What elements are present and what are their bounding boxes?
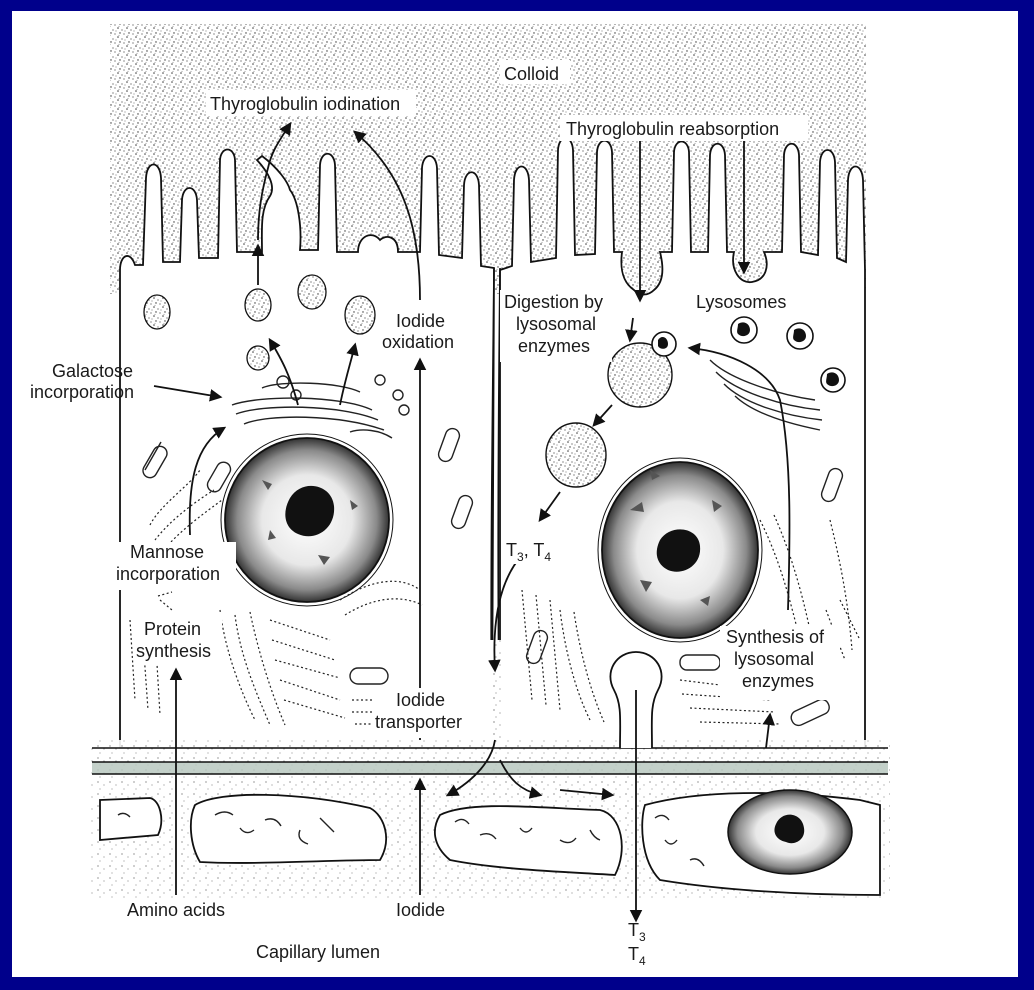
label-digestion-3: enzymes <box>518 336 590 356</box>
label-capillary-lumen: Capillary lumen <box>256 942 380 962</box>
label-iodide-transporter-1: Iodide <box>396 690 445 710</box>
label-thyroglobulin-iodination: Thyroglobulin iodination <box>210 94 400 114</box>
label-t3-out: T3 <box>628 920 646 944</box>
label-thyroglobulin-reabsorption: Thyroglobulin reabsorption <box>566 119 779 139</box>
label-mannose-2: incorporation <box>116 564 220 584</box>
label-iodide-oxidation-1: Iodide <box>396 311 445 331</box>
label-digestion-2: lysosomal <box>516 314 596 334</box>
label-mannose-1: Mannose <box>130 542 204 562</box>
label-iodide: Iodide <box>396 900 445 920</box>
basement-membrane <box>92 762 888 774</box>
label-lysosomes: Lysosomes <box>696 292 786 312</box>
label-iodide-oxidation-2: oxidation <box>382 332 454 352</box>
label-colloid: Colloid <box>504 64 559 84</box>
label-protein-1: Protein <box>144 619 201 639</box>
label-amino-acids: Amino acids <box>127 900 225 920</box>
label-synthesis-lyso-1: Synthesis of <box>726 627 825 647</box>
label-galactose-2: incorporation <box>30 382 134 402</box>
label-synthesis-lyso-3: enzymes <box>742 671 814 691</box>
label-iodide-transporter-2: transporter <box>375 712 462 732</box>
label-protein-2: synthesis <box>136 641 211 661</box>
label-galactose-1: Galactose <box>52 361 133 381</box>
label-digestion-1: Digestion by <box>504 292 603 312</box>
label-synthesis-lyso-2: lysosomal <box>734 649 814 669</box>
label-t4-out: T4 <box>628 944 646 968</box>
